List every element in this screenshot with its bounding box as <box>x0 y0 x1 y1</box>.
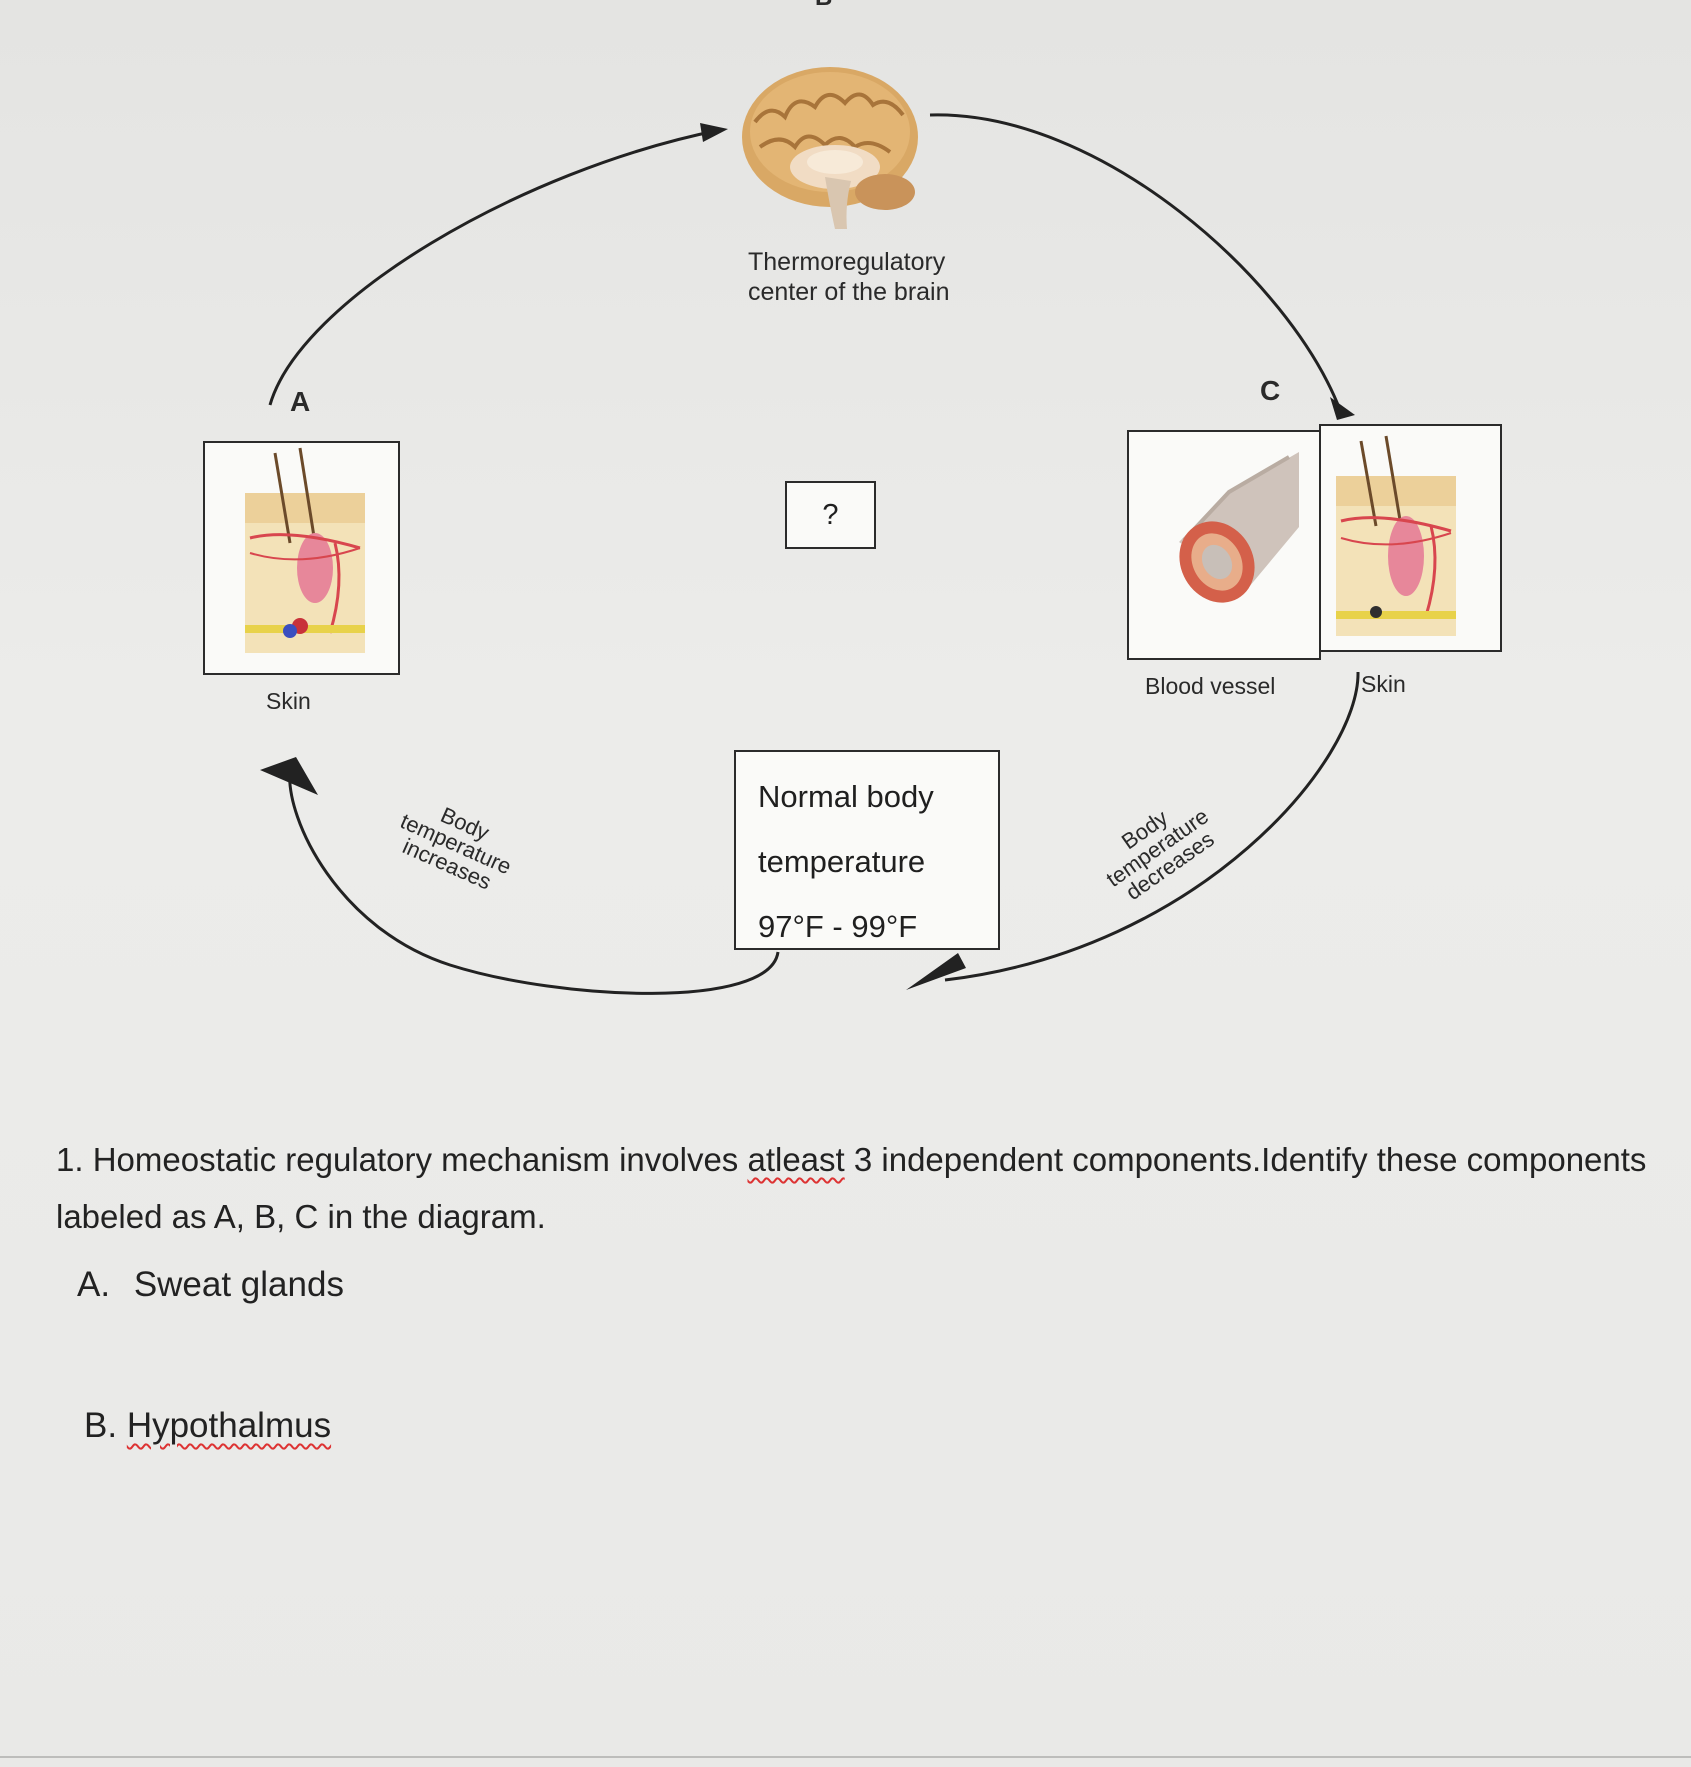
question-mark-box: ? <box>785 481 876 549</box>
arrowhead-to-normal <box>906 953 966 990</box>
arrow-skin-to-brain <box>268 128 721 406</box>
answer-a-prefix: A. <box>77 1265 111 1304</box>
answer-b-text[interactable]: Hypothalmus <box>126 1406 332 1445</box>
normal-body-temperature-box: Normal body temperature 97°F - 99°F <box>734 750 1000 950</box>
answer-a-text[interactable]: Sweat glands <box>133 1265 344 1304</box>
skin-cross-section-right <box>1336 435 1456 636</box>
arrowhead-to-skin <box>260 757 318 795</box>
brain-caption-line2: center of the brain <box>748 278 950 306</box>
blood-vessel-illustration <box>1179 452 1299 603</box>
label-b-partial: B <box>815 0 832 12</box>
arrowhead-to-effector <box>1330 397 1355 420</box>
brain-illustration <box>742 67 918 229</box>
arrow-normal-to-skin <box>288 769 780 995</box>
answer-b: B. Hypothalmus <box>84 1406 331 1446</box>
brain-caption-line1: Thermoregulatory <box>748 248 946 276</box>
normal-body-line3: 97°F - 99°F <box>758 909 918 944</box>
bottom-divider <box>0 1756 1691 1758</box>
skin-cross-section-left <box>245 447 365 653</box>
blood-vessel-box <box>1127 430 1321 660</box>
answer-b-prefix: B. <box>84 1406 118 1445</box>
question-text: 1. Homeostatic regulatory mechanism invo… <box>56 1131 1666 1245</box>
feedback-loop-arrows <box>260 113 1360 995</box>
left-skin-caption: Skin <box>266 688 311 714</box>
label-c: C <box>1260 375 1281 406</box>
arrow-brain-to-effector <box>929 113 1342 411</box>
answer-a: A. Sweat glands <box>77 1265 344 1305</box>
right-skin-box <box>1319 424 1502 652</box>
right-skin-caption: Skin <box>1361 671 1406 697</box>
brain-caption: Thermoregulatory center of the brain <box>748 247 950 307</box>
left-skin-box <box>203 441 400 675</box>
question-number: 1. <box>56 1141 84 1178</box>
blood-vessel-caption: Blood vessel <box>1145 673 1276 699</box>
arrow-skin-to-normal <box>944 671 1360 982</box>
question-text-part2: 3 independent components.Identify these … <box>56 1141 1647 1235</box>
normal-body-line2: temperature <box>758 844 926 879</box>
arrowhead-to-brain <box>700 123 728 142</box>
question-text-part1: Homeostatic regulatory mechanism involve… <box>92 1141 748 1178</box>
question-mark: ? <box>822 499 839 531</box>
question-misspelled-word[interactable]: atleast <box>747 1141 845 1178</box>
normal-body-line1: Normal body <box>758 779 934 814</box>
label-a: A <box>290 386 311 417</box>
